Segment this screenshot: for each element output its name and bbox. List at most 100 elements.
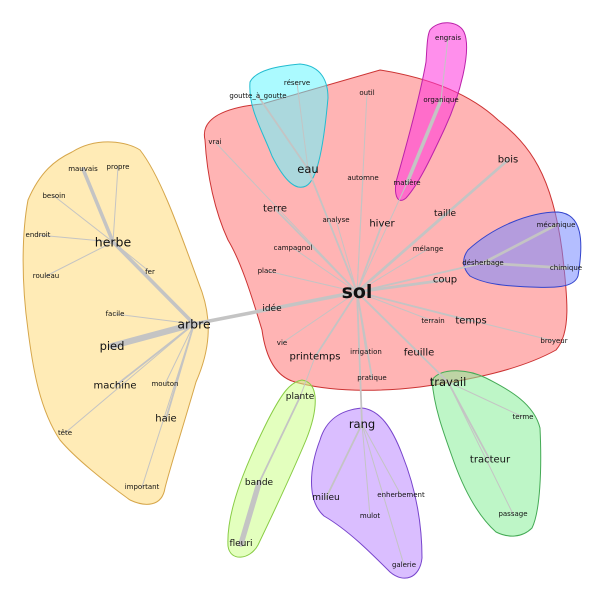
edge-sol-terrain <box>356 291 434 322</box>
edge-sol-broyeur <box>356 291 555 342</box>
node-label-organique: organique <box>423 96 458 104</box>
edge-layer <box>37 37 568 566</box>
node-label-reserve: réserve <box>284 79 310 87</box>
edge-desherbage-mecanique <box>481 223 558 265</box>
node-label-analyse: analyse <box>322 216 349 224</box>
edge-sol-automne <box>356 177 364 293</box>
edge-sol-hiver <box>356 223 383 293</box>
cluster-hull-eau <box>249 63 329 188</box>
node-label-rang: rang <box>349 417 375 431</box>
node-label-chimique: chimique <box>550 264 582 272</box>
edge-sol-eau <box>307 168 358 293</box>
edge-arbre-tete <box>64 323 195 434</box>
edge-sol-vie <box>281 291 358 344</box>
node-label-matiere: matière <box>393 179 420 187</box>
node-label-herbe: herbe <box>95 235 132 250</box>
edge-sol-coup <box>355 278 447 294</box>
node-label-pratique: pratique <box>357 374 387 382</box>
edge-sol-rang <box>356 291 363 425</box>
node-label-facile: facile <box>106 310 125 318</box>
edge-sol-arbre <box>192 290 359 326</box>
node-label-bois: bois <box>498 155 518 166</box>
node-label-vrai: vrai <box>208 138 221 146</box>
node-label-endroit: endroit <box>26 231 51 239</box>
node-label-machine: machine <box>94 381 137 392</box>
edge-sol-desherbage <box>356 262 484 293</box>
node-label-eau: eau <box>297 162 318 176</box>
edge-arbre-important <box>141 323 195 488</box>
node-label-galerie: galerie <box>392 561 416 569</box>
node-label-enherbement: enherbement <box>377 491 425 499</box>
cluster-hull-desherbage <box>463 211 582 288</box>
node-label-place: place <box>258 267 277 275</box>
node-label-goutte: goutte_à_goutte <box>229 92 286 100</box>
node-label-broyeur: broyeur <box>540 337 567 345</box>
edge-eau-goutte <box>257 95 309 170</box>
node-label-important: important <box>125 483 160 491</box>
node-label-bande: bande <box>245 478 274 488</box>
node-label-coup: coup <box>433 275 457 286</box>
label-layer: sol outil vrai automne terre analyse hiver bois… <box>26 34 583 569</box>
node-label-passage: passage <box>498 510 527 518</box>
node-label-haie: haie <box>155 414 176 425</box>
node-label-outil: outil <box>359 89 374 97</box>
node-label-printemps: printemps <box>290 352 341 363</box>
edge-plante-bande <box>258 396 301 484</box>
node-label-fleuri: fleuri <box>229 539 252 549</box>
node-label-plante: plante <box>286 392 315 402</box>
edge-sol-travail <box>356 291 449 383</box>
edge-herbe-mauvais <box>81 167 115 244</box>
node-label-propre: propre <box>107 163 130 171</box>
edge-sol-analyse <box>335 219 358 293</box>
node-label-mulot: mulot <box>360 512 380 520</box>
node-label-mecanique: mécanique <box>537 221 576 229</box>
node-label-tracteur: tracteur <box>470 455 511 466</box>
edge-sol-pratique <box>356 291 373 379</box>
node-label-feuille: feuille <box>404 348 435 359</box>
node-label-terrain: terrain <box>421 317 444 325</box>
edge-desherbage-chimique <box>481 261 568 270</box>
edge-sol-campagnol <box>292 247 358 293</box>
node-label-desherbage: désherbage <box>462 259 504 267</box>
node-label-melange: mélange <box>413 245 444 253</box>
cluster-hull-engrais <box>395 22 467 201</box>
edge-rang-milieu <box>325 423 363 499</box>
node-label-fer: fer <box>145 268 155 276</box>
edge-sol-taille <box>356 213 446 293</box>
node-label-idee: idée <box>262 303 282 314</box>
edge-printemps-plante <box>299 356 316 398</box>
node-label-hiver: hiver <box>369 219 395 230</box>
edge-eau-reserve <box>296 82 309 170</box>
node-label-arbre: arbre <box>177 317 211 332</box>
edge-herbe-besoin <box>53 195 114 243</box>
node-label-rouleau: rouleau <box>33 272 59 280</box>
node-label-engrais: engrais <box>435 34 461 42</box>
node-label-taille: taille <box>434 209 457 219</box>
edge-sol-matiere <box>356 182 408 293</box>
edge-sol-printemps <box>314 291 358 358</box>
node-label-automne: automne <box>347 174 378 182</box>
edge-herbe-rouleau <box>45 241 114 277</box>
edge-herbe-propre <box>112 166 119 243</box>
edge-travail-terme <box>447 381 524 418</box>
edge-arbre-facile <box>114 313 195 325</box>
edge-rang-mulot <box>361 423 371 517</box>
cluster-hull-herbe-arbre <box>22 141 209 505</box>
edge-rang-galerie <box>361 423 405 566</box>
edge-sol-terre <box>274 208 358 293</box>
edge-rang-enherbement <box>361 423 402 496</box>
edge-sol-melange <box>356 248 429 293</box>
node-label-pied: pied <box>100 339 125 353</box>
edge-arbre-machine <box>114 323 195 387</box>
edge-bande-fleuri <box>238 480 262 547</box>
edge-herbe-arbre <box>111 240 196 326</box>
cluster-hull-rang <box>311 407 423 579</box>
node-label-terre: terre <box>263 204 287 215</box>
edge-travail-passage <box>447 381 514 515</box>
node-label-besoin: besoin <box>42 192 65 200</box>
node-label-irrigation: irrigation <box>350 348 382 356</box>
node-label-sol: sol <box>342 281 373 303</box>
node-label-mauvais: mauvais <box>68 165 98 173</box>
edge-sol-place <box>266 270 358 293</box>
